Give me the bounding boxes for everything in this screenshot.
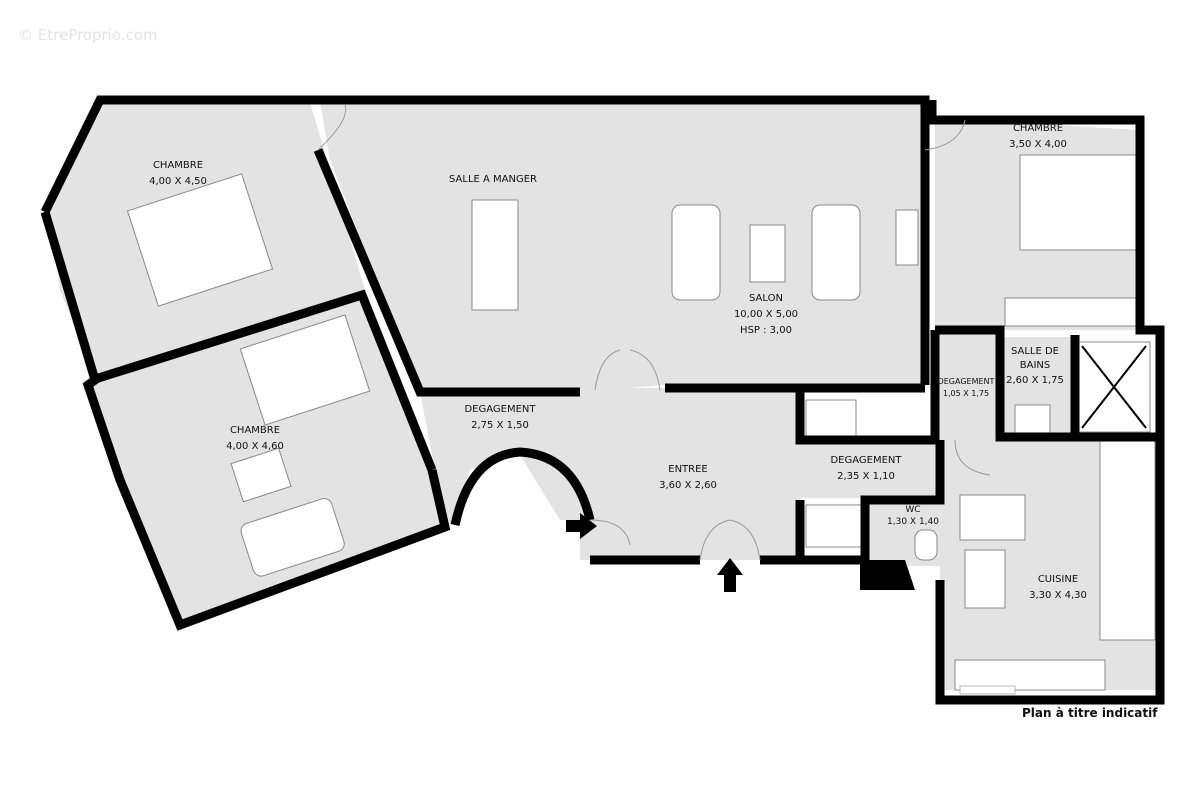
room-name: SALLE DE <box>1011 346 1059 357</box>
watermark: © EtreProprio.com <box>18 26 158 44</box>
walls <box>40 95 1165 705</box>
bed-chambre-2 <box>239 314 371 426</box>
door-swing <box>924 119 966 151</box>
wall-outer-top <box>40 95 930 385</box>
room-name: CHAMBRE <box>230 425 280 436</box>
entry-arrow-icon <box>717 558 743 592</box>
fireplace <box>895 209 919 266</box>
room-size: 2,60 X 1,75 <box>1006 375 1064 386</box>
sofa-right <box>811 204 861 301</box>
room-name: ENTREE <box>668 464 708 475</box>
doors <box>317 104 991 561</box>
furniture <box>126 154 1156 691</box>
room-name: DEGAGEMENT <box>830 455 902 466</box>
wall-salon-left <box>313 148 580 397</box>
closet-entree-1 <box>805 399 857 439</box>
room-size: 3,50 X 4,00 <box>1009 139 1067 150</box>
window <box>959 685 1016 695</box>
sofa-left <box>671 204 721 301</box>
room-entree-floor <box>580 388 800 560</box>
closet-entree-2 <box>805 504 862 548</box>
room-size: 1,30 X 1,40 <box>887 517 939 527</box>
door-swing <box>589 519 631 546</box>
coffee-table <box>749 224 786 283</box>
toilet <box>914 529 938 561</box>
kitchen-counter-bottom <box>954 659 1106 691</box>
wall-degagement-left <box>795 330 940 445</box>
bed-chambre-1 <box>126 173 274 307</box>
entry-arrow-icon <box>566 513 597 539</box>
sofa-chambre-2 <box>240 498 345 577</box>
room-size: 2,75 X 1,50 <box>471 420 529 431</box>
wardrobe-chambre-3 <box>1004 297 1141 327</box>
room-size: 10,00 X 5,00 <box>734 309 798 320</box>
room-name: SALON <box>749 293 783 304</box>
kitchen-island <box>959 494 1026 541</box>
room-name: CHAMBRE <box>1013 123 1063 134</box>
wall-entree-bottom-right <box>760 440 945 565</box>
room-height: HSP : 3,00 <box>740 325 792 336</box>
kitchen-counter-right <box>1099 439 1156 641</box>
room-name: DEGAGEMENT <box>938 377 995 386</box>
room-degagement-2-floor <box>937 332 995 442</box>
room-salon-floor <box>320 102 925 392</box>
dining-table <box>471 199 519 311</box>
wall-chambre-divider <box>90 289 437 472</box>
door-swing <box>594 349 661 391</box>
room-size: 3,30 X 4,30 <box>1029 590 1087 601</box>
room-name: DEGAGEMENT <box>464 404 536 415</box>
room-name: WC <box>905 505 920 515</box>
room-size: 1,05 X 1,75 <box>943 389 989 398</box>
room-size: 2,35 X 1,10 <box>837 471 895 482</box>
wall-arch <box>450 447 595 526</box>
wall-chambre-3-bottom <box>935 325 1160 442</box>
kitchen-table <box>964 549 1006 609</box>
room-name: CUISINE <box>1038 574 1078 585</box>
bed-chambre-3 <box>1019 154 1141 251</box>
wall-wc-block <box>860 560 915 590</box>
room-size: 3,60 X 2,60 <box>659 480 717 491</box>
desk-chambre-2 <box>230 447 292 503</box>
door-swing <box>317 104 347 151</box>
room-size: 4,00 X 4,60 <box>226 441 284 452</box>
sink-bathroom <box>1014 404 1051 434</box>
room-name: CHAMBRE <box>153 160 203 171</box>
room-name-line2: BAINS <box>1020 360 1050 371</box>
room-size: 4,00 X 4,50 <box>149 176 207 187</box>
room-degagement-3-floor <box>800 440 940 498</box>
door-swing <box>699 519 761 561</box>
wall-right-wing <box>927 100 1165 705</box>
shower-cross-2 <box>1081 345 1147 429</box>
room-labels: CHAMBRE 4,00 X 4,50 SALLE A MANGER SALON… <box>149 123 1087 601</box>
footer-note: Plan à titre indicatif <box>1022 706 1158 720</box>
room-name: SALLE A MANGER <box>449 174 537 185</box>
door-swing <box>954 439 991 476</box>
